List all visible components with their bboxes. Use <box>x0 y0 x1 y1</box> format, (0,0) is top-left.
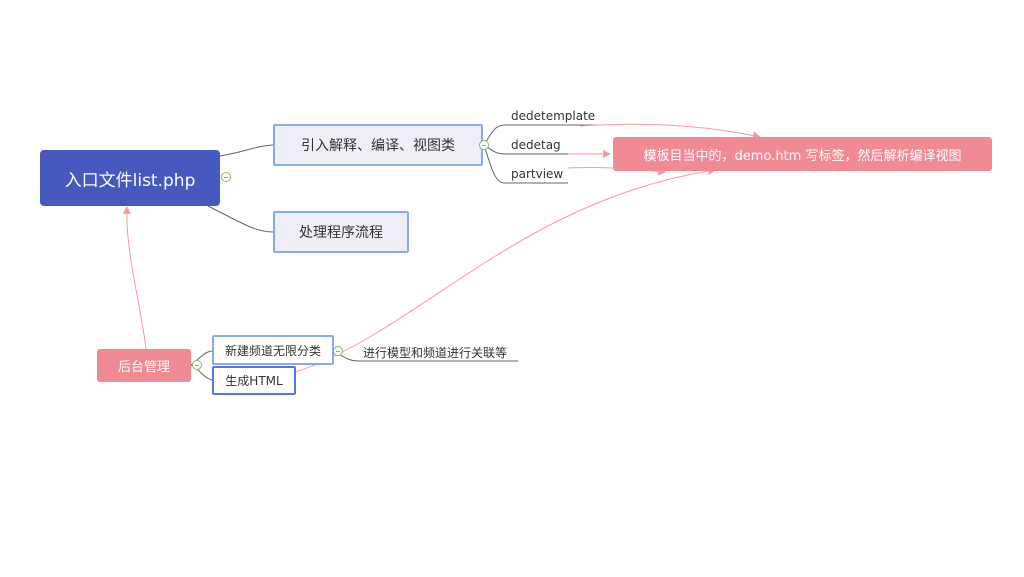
root-label: 入口文件list.php <box>64 170 196 191</box>
admin-label: 后台管理 <box>117 360 170 375</box>
subtopic-dedetemplate[interactable]: dedetemplate <box>511 109 596 123</box>
topic-parse-label: 引入解释、编译、视图类 <box>301 138 455 154</box>
collapse-toggle-icon[interactable] <box>479 140 489 150</box>
topic-flow[interactable]: 处理程序流程 <box>273 211 409 253</box>
subtopic-generate-html[interactable]: 生成HTML <box>212 366 296 395</box>
collapse-toggle-icon[interactable] <box>192 360 202 370</box>
note-label: 模板目当中的，demo.htm 写标签，然后解析编译视图 <box>643 148 962 164</box>
relation-admin-root <box>122 206 147 350</box>
topic-parse[interactable]: 引入解释、编译、视图类 <box>273 124 483 166</box>
connector-parse-partview <box>483 144 568 184</box>
generate-html-label: 生成HTML <box>225 374 283 388</box>
subtopic-link-model[interactable]: 进行模型和频道进行关联等 <box>363 346 508 360</box>
root-node[interactable]: 入口文件list.php <box>40 150 220 206</box>
new-channel-label: 新建频道无限分类 <box>224 343 321 358</box>
subtopic-partview[interactable]: partview <box>511 167 564 181</box>
collapse-toggle-icon[interactable] <box>221 172 231 182</box>
topic-flow-label: 处理程序流程 <box>299 225 383 241</box>
connector-root-parse <box>219 144 274 157</box>
admin-node[interactable]: 后台管理 <box>97 349 191 382</box>
relation-dedetemplate-note <box>579 123 761 140</box>
relation-gen-note <box>295 167 716 373</box>
note-node[interactable]: 模板目当中的，demo.htm 写标签，然后解析编译视图 <box>613 137 992 171</box>
subtopic-dedetag[interactable]: dedetag <box>511 138 561 152</box>
collapse-toggle-icon[interactable] <box>333 346 343 356</box>
subtopic-new-channel[interactable]: 新建频道无限分类 <box>212 335 334 365</box>
connector-root-flow <box>207 205 274 233</box>
